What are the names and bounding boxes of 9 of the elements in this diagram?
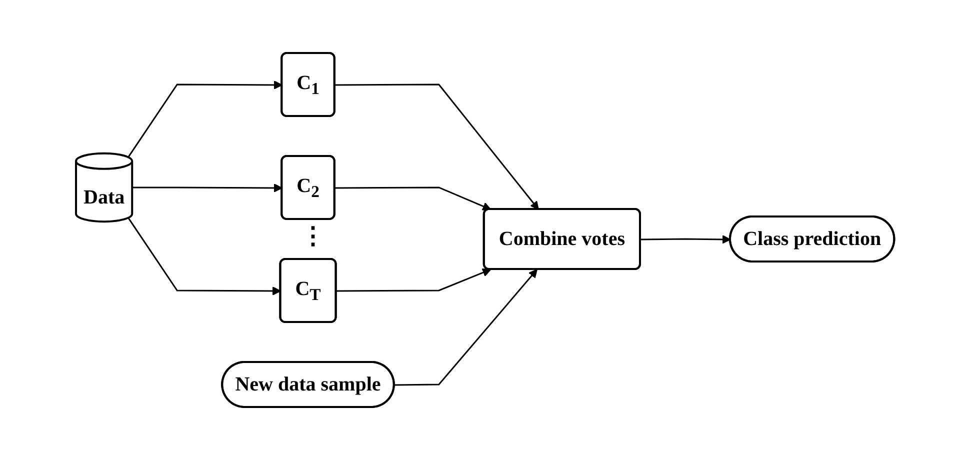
arrow bbox=[132, 184, 283, 192]
arrow bbox=[640, 235, 732, 244]
arrow bbox=[336, 268, 492, 292]
arrow bbox=[335, 186, 492, 210]
arrow bbox=[128, 80, 283, 158]
arrow bbox=[128, 217, 282, 296]
arrow bbox=[394, 269, 538, 386]
arrow bbox=[335, 84, 540, 210]
ellipsis-dots: ⋮ bbox=[301, 225, 325, 249]
